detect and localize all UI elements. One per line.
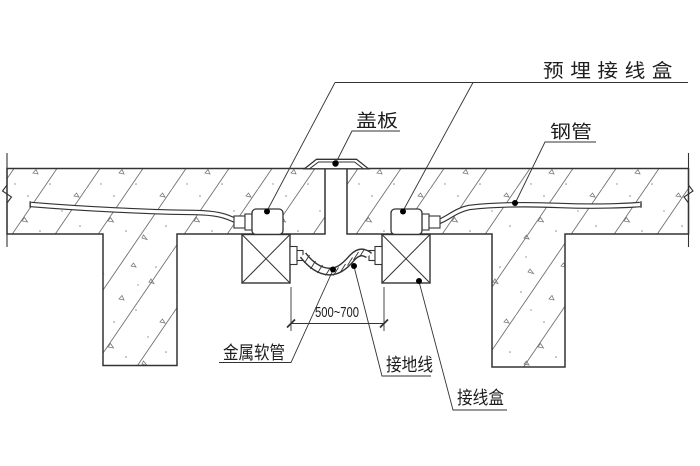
edge-break-right <box>683 153 694 247</box>
dimension-text: 500~700 <box>315 304 359 321</box>
label-steel-pipe: 钢管 <box>550 122 592 142</box>
pipe-fitting-left <box>233 213 253 231</box>
edge-break-left <box>1 153 13 247</box>
label-flexible-metal-conduit: 金属软管 <box>223 343 285 363</box>
steel-pipe-left <box>29 201 239 224</box>
flexible-conduit <box>299 248 373 276</box>
conduit-flange-left <box>289 245 304 266</box>
dimension-tick-left <box>286 318 296 329</box>
leader-lines <box>219 82 688 411</box>
dot-flexible-conduit <box>330 266 336 273</box>
dot-junction-box <box>416 278 422 284</box>
conduit-hatch-ticks <box>304 248 365 276</box>
conduit-flange-right <box>368 245 383 266</box>
leader-grounding-wire <box>353 266 431 377</box>
leader-embedded-box-right <box>402 82 474 212</box>
leader-cover-plate <box>335 130 400 163</box>
dimension-tick-right <box>379 318 389 329</box>
label-junction-box: 接线盒 <box>457 388 504 408</box>
leader-steel-pipe <box>515 141 596 203</box>
leader-embedded-box-left <box>266 82 336 212</box>
leader-junction-box <box>418 281 507 411</box>
leader-flexible-conduit <box>219 269 334 363</box>
label-grounding-wire: 接地线 <box>386 355 433 375</box>
dot-cover-plate <box>332 160 339 167</box>
junction-box-right <box>381 233 431 284</box>
dot-embedded-box-left <box>264 208 270 215</box>
label-embedded-junction-box: 预埋接线盒 <box>543 60 679 82</box>
dot-embedded-box-right <box>400 208 406 215</box>
junction-box-left <box>241 233 291 284</box>
pipe-fitting-right <box>421 213 441 231</box>
label-cover-plate: 盖板 <box>356 111 398 131</box>
dot-steel-pipe <box>512 200 518 206</box>
leader-dots <box>264 160 518 284</box>
dot-grounding-wire <box>351 263 357 269</box>
embedded-box-right <box>390 208 423 236</box>
